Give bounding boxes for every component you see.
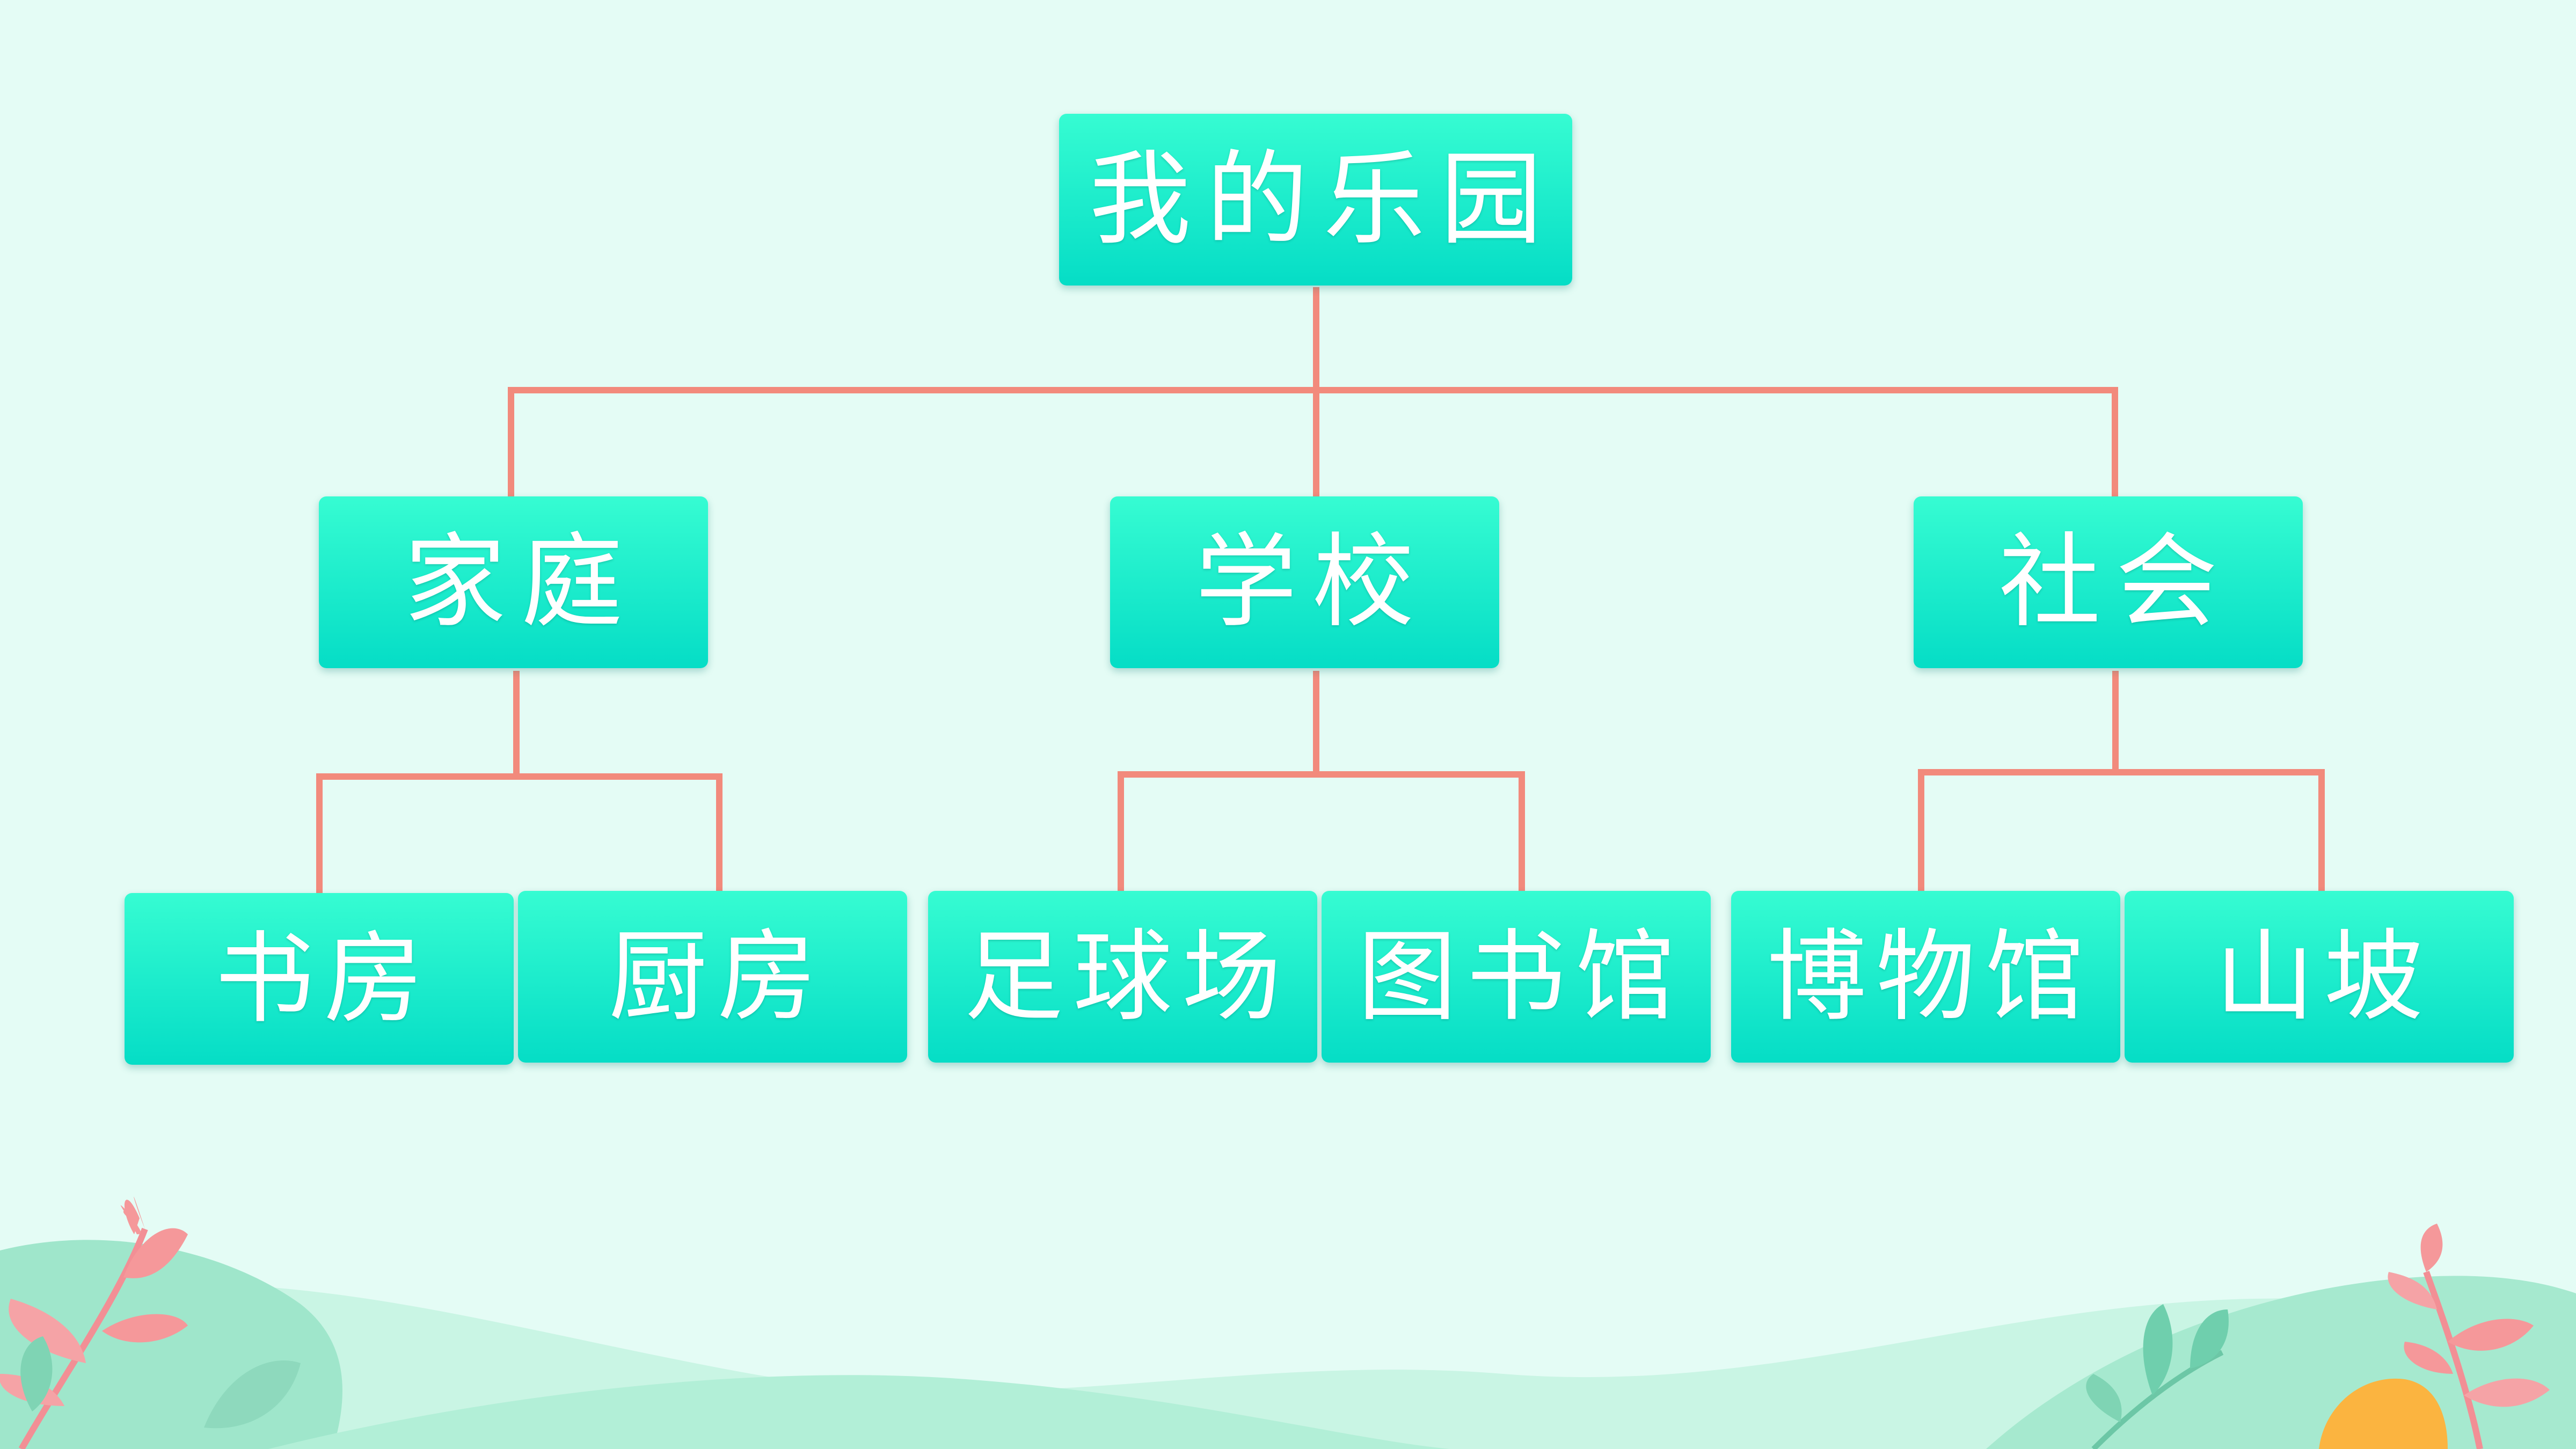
branch-node-shehui: 社会 xyxy=(1914,496,2303,668)
root-node: 我的乐园 xyxy=(1059,114,1572,286)
branch-node-xuexiao: 学校 xyxy=(1110,496,1499,668)
leaf-label: 厨房 xyxy=(608,918,827,1035)
connector-branch-2 xyxy=(1118,671,1525,891)
leaf-node: 博物馆 xyxy=(1731,891,2120,1063)
leaf-label: 山坡 xyxy=(2215,918,2433,1035)
leaf-label: 博物馆 xyxy=(1767,918,2094,1035)
branch-label: 社会 xyxy=(1998,523,2233,641)
connector-root-to-branches xyxy=(508,287,2118,496)
connector-branch-3 xyxy=(1918,671,2325,892)
branch-label: 学校 xyxy=(1195,523,1429,641)
leaf-label: 图书馆 xyxy=(1358,918,1684,1035)
leaf-label: 书房 xyxy=(215,920,433,1037)
leaf-node: 山坡 xyxy=(2125,891,2514,1063)
leaf-node: 足球场 xyxy=(928,891,1317,1063)
branch-label: 家庭 xyxy=(404,523,638,641)
root-label: 我的乐园 xyxy=(1089,140,1557,259)
connector-branch-1 xyxy=(316,671,723,895)
leaf-label: 足球场 xyxy=(964,918,1291,1035)
branch-node-jiating: 家庭 xyxy=(319,496,708,668)
leaf-node: 图书馆 xyxy=(1322,891,1711,1063)
leaf-node: 厨房 xyxy=(518,891,907,1063)
leaf-node: 书房 xyxy=(125,893,514,1065)
